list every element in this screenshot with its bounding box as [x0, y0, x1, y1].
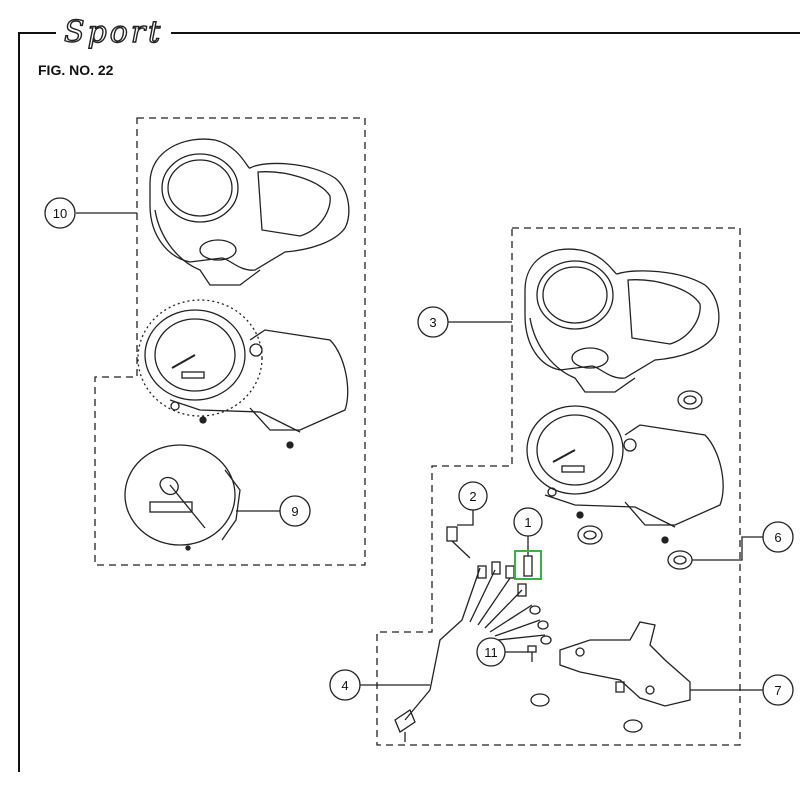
rubber-grommets: [577, 390, 703, 570]
callout-7: 7: [762, 674, 794, 706]
callout-10: 10: [44, 197, 76, 229]
mounting-screw: [527, 645, 537, 662]
mounting-bracket: [530, 621, 691, 733]
meter-cover-right: [524, 248, 720, 393]
callout-9-label: 9: [291, 504, 298, 519]
callout-3-label: 3: [429, 315, 436, 330]
leader-6: [692, 536, 763, 561]
callout-4: 4: [329, 669, 361, 701]
speedometer-assembly-left: [137, 299, 349, 449]
callout-11-label: 11: [484, 645, 498, 660]
callout-6-label: 6: [774, 530, 781, 545]
group-boundary-left: [94, 117, 366, 566]
leader-2: [457, 510, 474, 526]
callout-4-label: 4: [341, 678, 348, 693]
callout-10-label: 10: [53, 206, 67, 221]
callout-2-label: 2: [469, 489, 476, 504]
callout-7-label: 7: [774, 683, 781, 698]
page-frame-left: [18, 32, 20, 772]
wiring-harness: [394, 561, 552, 742]
selected-part-highlight[interactable]: [514, 550, 542, 580]
rear-cover-plate: [124, 444, 241, 551]
callout-6: 6: [762, 521, 794, 553]
brand-logo: Sport: [56, 17, 172, 48]
figure-label: FIG. NO. 22: [38, 62, 114, 78]
page-frame-top: [18, 32, 800, 34]
callout-2: 2: [458, 481, 488, 511]
bulb-part: [446, 526, 471, 559]
callout-1-label: 1: [524, 515, 531, 530]
callout-1: 1: [513, 507, 543, 537]
meter-cover-upper: [149, 138, 350, 286]
callout-11: 11: [476, 637, 506, 667]
callout-3: 3: [417, 306, 449, 338]
group-boundary-right: [376, 227, 741, 746]
speedometer-assembly-right: [526, 405, 724, 544]
callout-9: 9: [279, 495, 311, 527]
